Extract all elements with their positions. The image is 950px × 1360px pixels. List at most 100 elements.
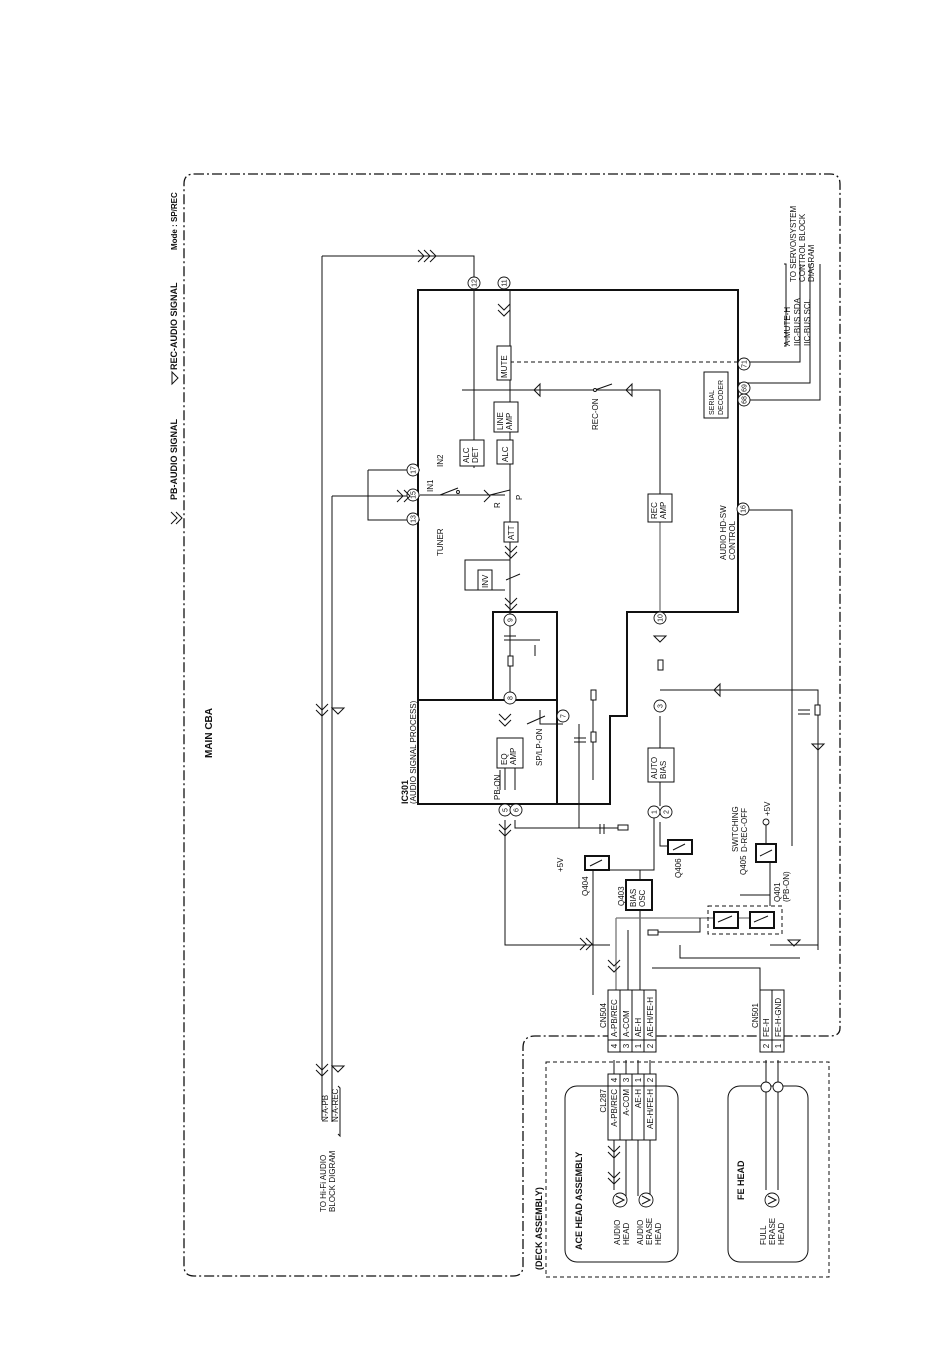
svg-text:REC: REC (650, 502, 659, 519)
audio-hd-sw-label: AUDIO HD-SW (719, 505, 728, 560)
servo-title-2: CONTROL BLOCK (798, 213, 807, 282)
erase-head-icon (638, 1192, 654, 1208)
cl287-pin-4: 4 (610, 1077, 619, 1082)
cl287-label-2: AE-H/FE-H (646, 1089, 655, 1129)
erase-head-label-3: HEAD (654, 1223, 663, 1245)
q404-switch: Q404 +5V (556, 855, 610, 896)
audio-head-icon (612, 1192, 628, 1208)
q401-switch: Q401 (PB-ON) (707, 871, 791, 935)
svg-text:DECODER: DECODER (718, 380, 725, 415)
cn504-pin-1: 1 (634, 1043, 643, 1048)
r-label: R (493, 502, 502, 508)
svg-text:Q403: Q403 (617, 886, 626, 906)
pin-5: 5 (498, 803, 512, 817)
legend: PB-AUDIO SIGNAL REC-AUDIO SIGNAL Mode : … (169, 192, 183, 525)
pin-8-label: 8 (508, 696, 515, 700)
pin-7: 7 (556, 709, 570, 723)
pin-9: 9 (503, 613, 517, 627)
pin-16: 16 (736, 502, 750, 516)
cn504-pin-3: 3 (622, 1043, 631, 1048)
rec-on-label: REC-ON (591, 398, 600, 430)
svg-text:+5V: +5V (763, 801, 772, 816)
pin-68-label: 68 (742, 396, 749, 404)
svg-text:Q405: Q405 (739, 855, 748, 875)
pin-13-label: 13 (411, 515, 418, 523)
cl287-pin-2: 2 (646, 1077, 655, 1082)
servo-sig-sda: IIC-BUS SDA (793, 297, 802, 346)
ic301-outline (417, 289, 739, 805)
pin-10-label: 10 (658, 614, 665, 622)
cn501-pin-2: 2 (762, 1043, 771, 1048)
cl287-pin-3: 3 (622, 1077, 631, 1082)
full-erase-label-1: FULL (759, 1225, 768, 1245)
pin-71: 71 (737, 357, 751, 371)
pin-16-label: 16 (741, 505, 748, 513)
q406-switch: Q406 (667, 839, 693, 878)
pin-8: 8 (503, 691, 517, 705)
serial-decoder-block: SERIAL DECODER (703, 371, 729, 419)
hifi-title-1: TO Hi-Fi AUDIO (319, 1155, 328, 1212)
pin-13: 13 (406, 512, 420, 526)
cl287-name: CL287 (599, 1088, 608, 1112)
svg-text:INV: INV (481, 574, 490, 588)
servo-title-3: DIAGRAM (807, 244, 816, 282)
full-erase-label-3: HEAD (777, 1223, 786, 1245)
svg-text:ALC: ALC (501, 446, 510, 462)
legend-rec-text: REC-AUDIO SIGNAL (169, 282, 179, 370)
cn504-name: CN504 (599, 1003, 608, 1028)
legend-mode: Mode : SP/REC (170, 192, 179, 250)
svg-text:LINE: LINE (496, 412, 505, 430)
pin-9-label: 9 (508, 618, 515, 622)
pin-3: 3 (653, 699, 667, 713)
svg-text:BIAS: BIAS (659, 761, 668, 779)
q403-label: Q403 (617, 886, 626, 906)
deck-title: (DECK ASSEMBLY) (534, 1187, 544, 1270)
audio-hd-sw-control: CONTROL (728, 520, 737, 560)
pin-6: 6 (509, 803, 523, 817)
pin-68: 68 (737, 393, 751, 407)
pin-69-label: 69 (742, 384, 749, 392)
svg-text:Q406: Q406 (674, 858, 683, 878)
cn501-pin-1: 1 (774, 1043, 783, 1048)
pin-12-label: 12 (472, 279, 479, 287)
cn501-label-2: FE-H (762, 1018, 771, 1037)
pin-11-label: 11 (502, 279, 509, 286)
cl287-pin-1: 1 (634, 1077, 643, 1082)
svg-text:OSC: OSC (638, 889, 647, 907)
svg-text:MUTE: MUTE (500, 355, 509, 378)
audio-head-label-2: HEAD (622, 1223, 631, 1245)
svg-text:SWITCHING: SWITCHING (731, 806, 740, 852)
full-erase-label-2: ERASE (768, 1218, 777, 1245)
svg-text:AMP: AMP (659, 502, 668, 519)
svg-text:Q401: Q401 (773, 882, 782, 902)
pb-on-label: PB-ON (493, 774, 502, 800)
pin-69: 69 (737, 381, 751, 395)
signal-arrows (315, 249, 826, 1185)
hifi-sig-pb: N-A-PB (321, 1095, 330, 1122)
mute-block: MUTE (496, 345, 512, 381)
cl287-label-3: A-COM (622, 1089, 631, 1116)
in2-label: IN2 (436, 454, 445, 467)
pin-1: 1 (647, 805, 661, 819)
pin-6-label: 6 (514, 808, 521, 812)
fe-head-title: FE HEAD (736, 1160, 746, 1200)
hifi-sig-rec: N-A-REC (331, 1088, 340, 1122)
cl287-label-4: A-PB/REC (610, 1089, 619, 1127)
auto-bias-block: AUTO BIAS (647, 747, 675, 783)
cn501-label-1: FE-H-GND (774, 998, 783, 1037)
cn504-label-1: AE-H (634, 1018, 643, 1037)
cn504-label-2: AE-H/FE-H (646, 997, 655, 1037)
svg-text:ATT: ATT (507, 525, 516, 540)
inv-block: INV (477, 569, 493, 591)
rec-arrow-icon (171, 370, 179, 386)
servo-sig-mute: A-MUTE-H (783, 307, 792, 346)
pin-15-label: 15 (411, 491, 418, 499)
svg-text:(PB-ON): (PB-ON) (782, 871, 791, 902)
full-erase-head-icon (764, 1192, 780, 1208)
alc-block: ALC (496, 439, 514, 465)
hifi-title-2: BLOCK DIGRAM (328, 1150, 337, 1212)
svg-text:AMP: AMP (509, 748, 518, 765)
